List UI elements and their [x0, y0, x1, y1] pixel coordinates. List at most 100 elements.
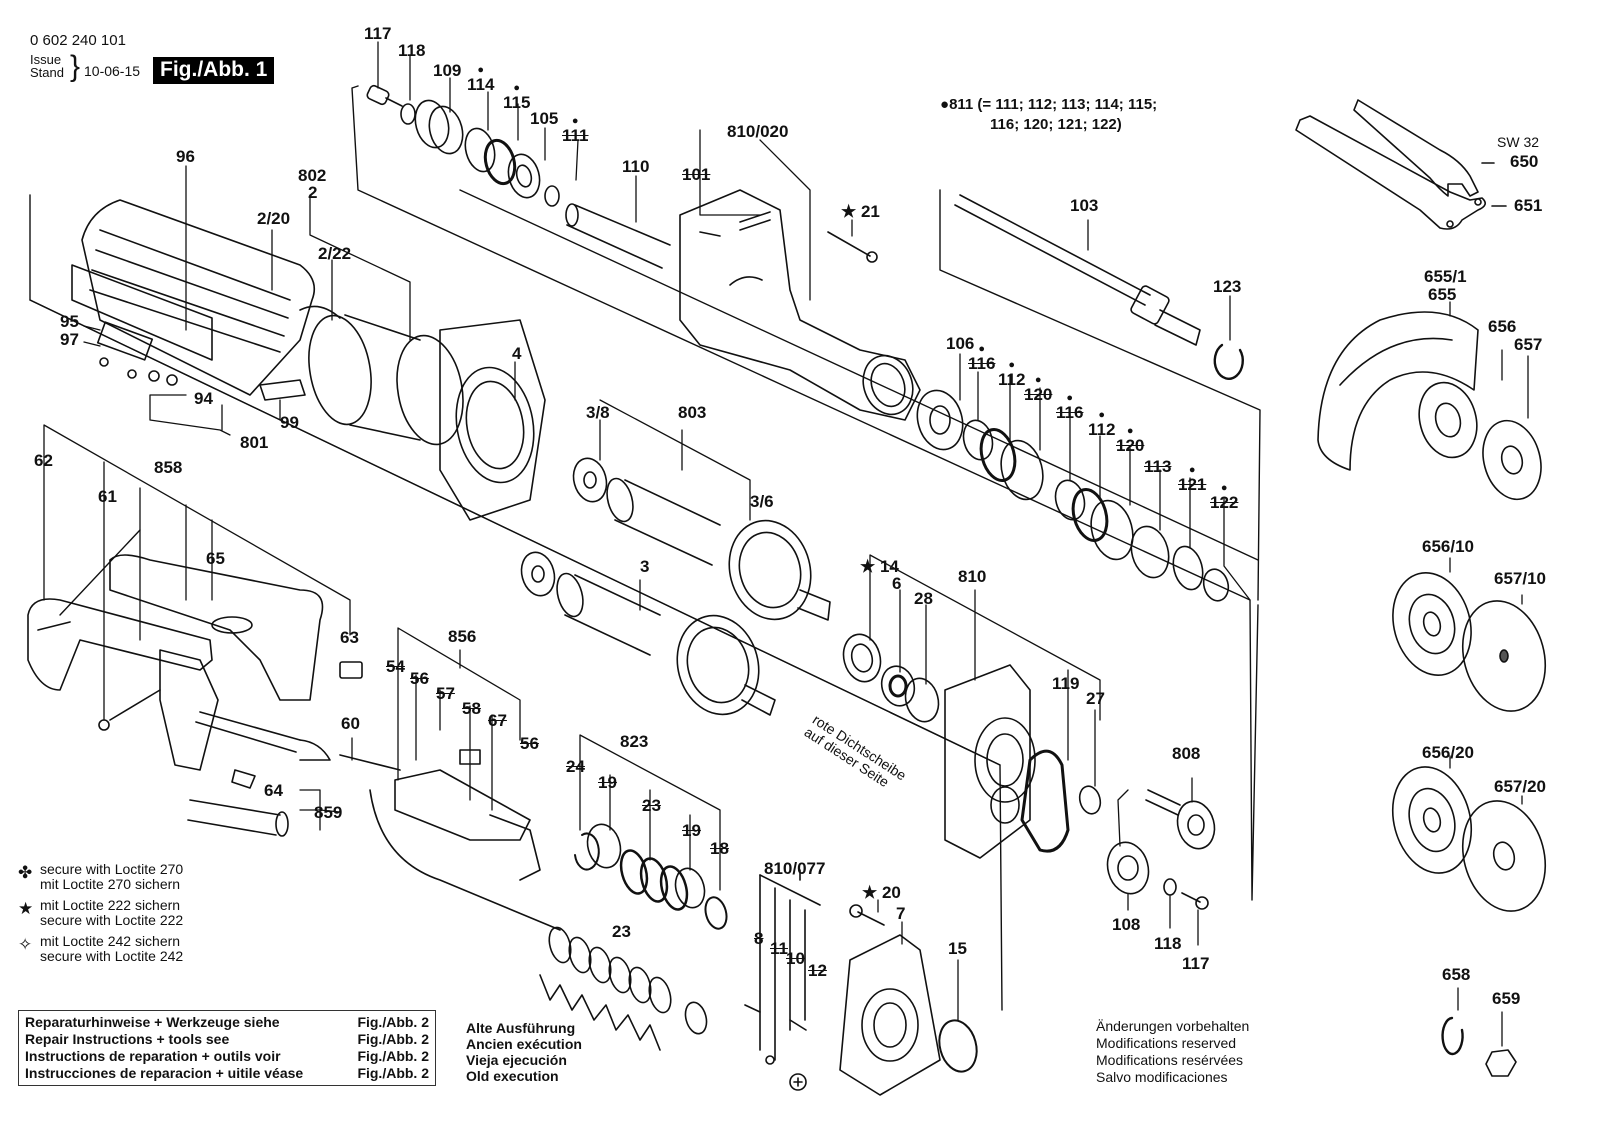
part-number-text: 21 — [860, 202, 880, 221]
part-number-text: 118 — [398, 41, 426, 60]
flange-656 — [1418, 381, 1478, 459]
guard-655 — [1317, 311, 1479, 471]
part-label-109: 109 — [433, 62, 461, 79]
part-label-810-077: 810/077 — [764, 860, 825, 877]
seal-14 — [842, 633, 882, 683]
part-number-text: 7 — [896, 904, 906, 923]
issue-label-en: Issue — [30, 52, 62, 67]
part-number-text: 2/20 — [257, 209, 291, 228]
nut-659 — [1485, 1049, 1517, 1077]
old-execution-line: Alte Ausführung — [466, 1020, 576, 1036]
part-label-657-10: 657/10 — [1494, 570, 1546, 587]
modifications-line: Salvo modificaciones — [1096, 1069, 1228, 1085]
repair-text: Instrucciones de reparacion + uitile véa… — [25, 1065, 304, 1081]
part-label-23b: 23 — [612, 923, 631, 940]
part-number-text: 659 — [1492, 989, 1521, 1008]
repair-ref: Fig./Abb. 2 — [357, 1031, 429, 1047]
part-number-text: 6 — [892, 574, 902, 593]
part-label-23a: 23 — [642, 797, 661, 814]
legend-line: secure with Loctite 242 — [40, 948, 184, 964]
part-number-text: 658 — [1442, 965, 1471, 984]
star-icon: ★ — [841, 202, 861, 221]
part-number-text: 57 — [436, 684, 455, 703]
part-label-99: 99 — [280, 414, 299, 431]
leader-lines — [43, 41, 1529, 1047]
part-label-658: 658 — [1442, 966, 1470, 983]
part-number-text: 858 — [154, 458, 183, 477]
end-cover-7 — [839, 934, 941, 1096]
part-number-text: 112 — [1088, 420, 1116, 439]
part-label-119: 119 — [1052, 675, 1079, 692]
part-number-text: 23 — [642, 796, 661, 815]
part-label-56a: 56 — [410, 670, 429, 687]
part-number-text: 23 — [612, 922, 631, 941]
part-number-text: 2/22 — [318, 244, 352, 263]
brush-parts-823 — [574, 823, 728, 930]
part-label-123: 123 — [1213, 278, 1241, 295]
flange-656-20 — [1391, 766, 1473, 874]
part-label-657-20: 657/20 — [1494, 778, 1546, 795]
part-label-808: 808 — [1172, 745, 1200, 762]
part-label-58: 58 — [462, 700, 481, 717]
part-number-text: 655 — [1428, 285, 1457, 304]
screw-20 — [857, 911, 885, 926]
part-label-62: 62 — [34, 452, 53, 469]
part-label-117b: 117 — [1182, 955, 1209, 972]
kit-dot-icon: ● — [1188, 464, 1196, 476]
part-number-text: 114 — [467, 75, 495, 94]
part-label-112b: ●112 — [1088, 409, 1116, 439]
legend-line: mit Loctite 242 sichern — [40, 933, 181, 949]
part-label-120a: ●120 — [1024, 374, 1052, 403]
part-label-112a: ●112 — [998, 359, 1025, 388]
part-number-text: 808 — [1172, 744, 1201, 763]
part-number-text: 105 — [530, 109, 559, 128]
repair-ref: Fig./Abb. 2 — [357, 1048, 429, 1064]
part-label-101: 101 — [682, 166, 710, 183]
part-label-6: 6 — [892, 575, 901, 592]
part-label-856: 856 — [448, 628, 476, 645]
part-label-10: 10 — [786, 950, 805, 967]
part-label-24: 24 — [566, 758, 585, 775]
part-number-text: 810 — [958, 567, 987, 586]
part-number-text: 24 — [566, 757, 585, 776]
part-number-text: 650 — [1510, 152, 1539, 171]
legend-line: secure with Loctite 270 — [40, 861, 184, 877]
kit-dot-icon: ● — [513, 82, 521, 94]
wrench-size-label: SW 32 — [1497, 134, 1540, 150]
part-label-2-20: 2/20 — [257, 210, 290, 227]
part-number-text: 108 — [1112, 915, 1141, 934]
nut-657-10 — [1461, 600, 1547, 712]
part-number-text: 10 — [786, 949, 805, 968]
part-label-120b: ●120 — [1116, 425, 1144, 454]
part-label-54: 54 — [386, 658, 405, 675]
part-label-122: ●122 — [1210, 482, 1238, 511]
part-label-116b: ●116 — [1056, 392, 1083, 421]
part-number-text: 54 — [386, 657, 405, 676]
kit-dot-icon: ● — [1220, 482, 1228, 494]
part-label-656: 656 — [1488, 318, 1516, 335]
part-number-text: 67 — [488, 711, 507, 730]
issue-label-de: Stand — [30, 65, 64, 80]
old-execution-line: Vieja ejecución — [466, 1052, 567, 1068]
kit-dot-icon: ● — [1098, 409, 1106, 421]
part-number-text: 11 — [770, 939, 788, 958]
part-number-text: 18 — [710, 839, 729, 858]
part-label-108: 108 — [1112, 916, 1140, 933]
o-ring-119 — [1020, 749, 1070, 853]
part-label-117a: 117 — [364, 25, 391, 42]
part-number-text: 823 — [620, 732, 649, 751]
part-label-2-22: 2/22 — [318, 245, 351, 262]
part-label-115: ●115 — [503, 82, 530, 111]
kit-note-line2: 116; 120; 121; 122) — [990, 116, 1122, 133]
old-execution-line: Ancien exécution — [466, 1036, 582, 1052]
loctite-legend: ✤ secure with Loctite 270 mit Loctite 27… — [18, 862, 183, 970]
part-label-656-20: 656/20 — [1422, 744, 1474, 761]
part-number-text: 801 — [240, 433, 269, 452]
repair-text: Repair Instructions + tools see — [25, 1031, 230, 1047]
brace-glyph: } — [70, 50, 81, 83]
part-label-61: 61 — [98, 488, 117, 505]
gear-housing-810 — [944, 664, 1036, 859]
part-label-3-8: 3/8 — [586, 404, 610, 421]
